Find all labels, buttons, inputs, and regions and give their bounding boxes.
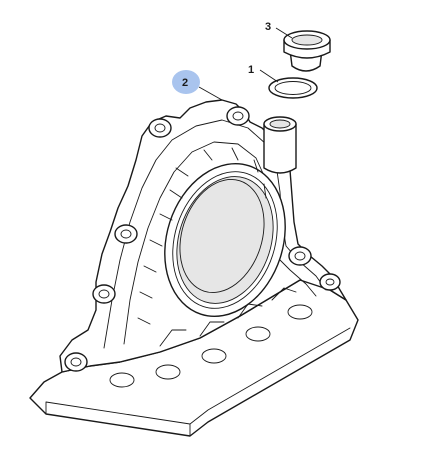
callout-3[interactable]: 3	[265, 21, 271, 33]
seal-housing	[29, 99, 359, 437]
vent-tube	[263, 116, 297, 174]
callout-3-label: 3	[265, 21, 271, 33]
o-ring	[268, 77, 318, 99]
callout-2-bubble	[172, 70, 200, 94]
callout-2[interactable]: 2	[172, 70, 200, 94]
bolt-bosses	[64, 106, 341, 372]
frame-ribs	[137, 147, 297, 347]
leader-line-3	[275, 27, 293, 39]
callout-1-label: 1	[248, 64, 254, 76]
callout-2-label: 2	[182, 77, 188, 89]
leader-line-2	[198, 86, 223, 101]
plug-cap	[283, 30, 331, 72]
leader-line-1	[259, 69, 279, 83]
bottom-pockets	[109, 304, 313, 388]
callout-1[interactable]: 1	[248, 64, 254, 76]
